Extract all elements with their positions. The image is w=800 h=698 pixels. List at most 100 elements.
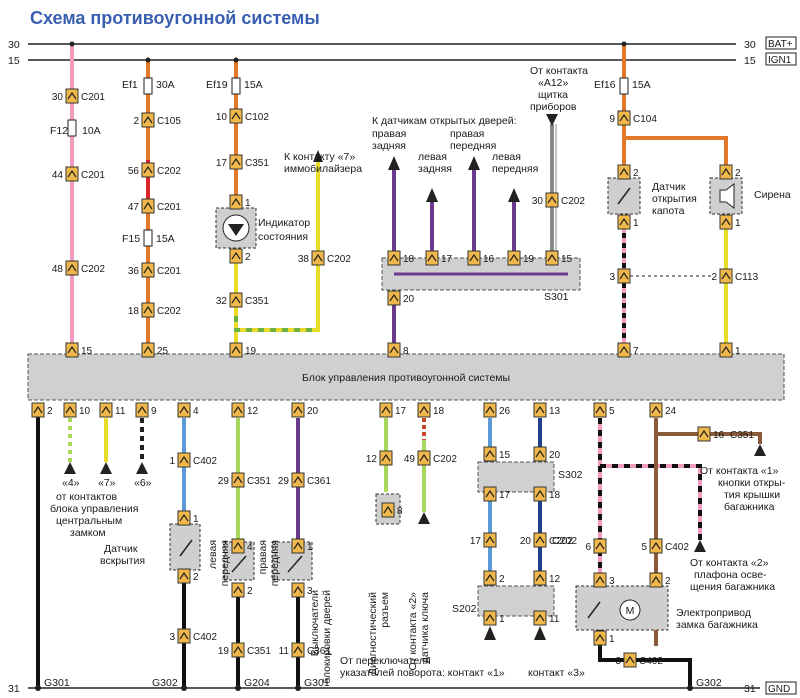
- connector-chevron-icon: [721, 167, 731, 176]
- connector-shell: [291, 472, 305, 488]
- connector-shell: [311, 250, 325, 266]
- connector-pin-number: 29: [278, 476, 290, 487]
- connector-pin-number: 12: [366, 454, 378, 465]
- label-a12-2: «А12»: [538, 77, 569, 89]
- connector-pin-number: 2: [133, 116, 139, 127]
- label-indicator-1: Индикатор: [258, 217, 310, 229]
- connector-shell: [483, 610, 497, 626]
- connector-chevron-icon: [67, 345, 77, 354]
- label-siren: Сирена: [754, 189, 791, 201]
- connector-shell: [229, 154, 243, 170]
- arrow-pin11: [100, 462, 112, 474]
- connector-chevron-icon: [233, 541, 243, 550]
- connector-pin-number: 38: [298, 254, 310, 265]
- connector-pin-number: 17: [216, 158, 228, 169]
- connector-shell: [593, 402, 607, 418]
- connector-cu-5: 5: [593, 402, 615, 418]
- wire-siren-feed: [624, 136, 728, 172]
- label-lr-1: левая: [418, 151, 447, 163]
- connector-pin-number: 1: [169, 456, 175, 467]
- connector-code: C201: [157, 266, 181, 277]
- connector-shell: [135, 402, 149, 418]
- connector-pin-number: 47: [128, 202, 140, 213]
- rail-30-right-label: 30: [744, 39, 756, 51]
- label-lf-2: передняя: [492, 163, 538, 175]
- connector-chevron-icon: [143, 265, 153, 274]
- connector-chevron-icon: [179, 513, 189, 522]
- connector-pin-number: 1: [633, 218, 639, 229]
- label-tl-3: щения багажника: [690, 581, 775, 593]
- control-unit-label: Блок управления противоугонной системы: [302, 372, 510, 384]
- connector-diag-8: 8: [381, 502, 403, 518]
- connector-shell: [379, 450, 393, 466]
- connector-code: C201: [81, 92, 105, 103]
- label-lf-v1: левая: [207, 540, 219, 569]
- label-turn-2: указателей поворота: контакт «1»: [340, 667, 505, 679]
- connector-shell: [387, 342, 401, 358]
- connector-pin-number: 13: [549, 406, 561, 417]
- label-a12-4: приборов: [530, 101, 577, 113]
- connector-shell: [65, 88, 79, 104]
- connector-act-3: 3: [593, 572, 615, 588]
- label-key-v2: датчика ключа: [419, 592, 431, 663]
- connector-s301-16: 16: [467, 250, 495, 266]
- connector-pin-number: 18: [433, 406, 445, 417]
- connector-chevron-icon: [427, 253, 437, 262]
- opening-sensor-icon: [179, 539, 193, 557]
- connector-chevron-icon: [233, 475, 243, 484]
- connector-pin-number: 15: [561, 254, 573, 265]
- connector-chevron-icon: [143, 201, 153, 210]
- label-g302: G302: [152, 677, 178, 689]
- fuse-ef1: [143, 77, 153, 95]
- fuse-ef16: [619, 77, 629, 95]
- connector-shell: [65, 260, 79, 276]
- connector-pin-number: 1: [735, 218, 741, 229]
- connector-shell: [229, 194, 243, 210]
- connector-shell: [719, 342, 733, 358]
- connector-pin-number: 9: [609, 114, 615, 125]
- connector-code: C351: [730, 430, 754, 441]
- connector-shell: [177, 510, 191, 526]
- fuse-ef19: [231, 77, 241, 95]
- label-lf-1: левая: [492, 151, 521, 163]
- connector-pin-number: 1: [307, 542, 313, 553]
- connector-chevron-icon: [419, 405, 429, 414]
- connector-chevron-icon: [619, 217, 629, 226]
- connector-pin-number: 20: [520, 536, 532, 547]
- actuator-switch-icon: [587, 601, 601, 619]
- connector-chevron-icon: [509, 253, 519, 262]
- connector-pin-number: 1: [609, 634, 615, 645]
- label-turn-3: контакт «3»: [528, 667, 585, 679]
- connector-chevron-icon: [67, 169, 77, 178]
- lf-door-switch-icon: [231, 555, 247, 573]
- label-ef1: Ef1: [122, 79, 138, 91]
- connector-pin-number: 18: [403, 254, 415, 265]
- wire-light: [600, 464, 702, 540]
- connector-pin-number: 2: [711, 272, 717, 283]
- connector-cu-19: 19: [229, 342, 257, 358]
- control-unit: [27, 353, 785, 401]
- connector-pin-number: 15: [81, 346, 93, 357]
- connector-pin-number: 1: [499, 614, 505, 625]
- label-q6: «6»: [134, 477, 152, 489]
- connector-pin-number: 17: [499, 490, 511, 501]
- connector-shell: [593, 538, 607, 554]
- label-q7: «7»: [98, 477, 116, 489]
- label-rf-v1: правая: [257, 540, 269, 574]
- connector-pin-number: 1: [245, 198, 251, 209]
- connector-shell: [507, 250, 521, 266]
- connector-chevron-icon: [469, 253, 479, 262]
- connector-cu-17: 17: [379, 402, 407, 418]
- connector-c202-17: 17: [470, 532, 497, 548]
- connector-shell: [483, 446, 497, 462]
- label-hood-2: открытия: [652, 193, 697, 205]
- connector-shell: [649, 538, 663, 554]
- connector-pin-number: 4: [247, 542, 253, 553]
- connector-pin-number: 49: [404, 454, 416, 465]
- wire-light-stripe: [600, 464, 702, 540]
- label-rf-2: передняя: [450, 140, 496, 152]
- label-os-1: Датчик: [104, 543, 138, 555]
- connector-shell: [141, 112, 155, 128]
- connector-chevron-icon: [485, 489, 495, 498]
